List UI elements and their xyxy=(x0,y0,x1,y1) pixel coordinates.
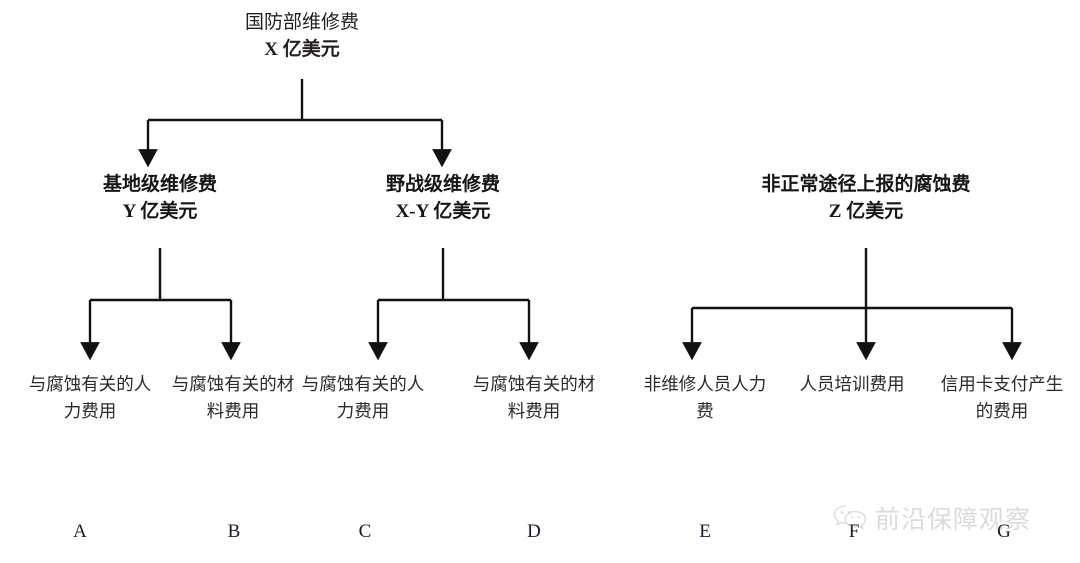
leaf-node-g-text: 信用卡支付产生的费用 xyxy=(940,374,1064,422)
node-abnormal-reported-corrosion: 非正常途径上报的腐蚀费 Z 亿美元 xyxy=(691,172,1041,226)
leaf-node-g: 信用卡支付产生的费用 xyxy=(936,371,1068,425)
leaf-label-f: F xyxy=(848,521,860,542)
node-field-level-maintenance: 野战级维修费 X-Y 亿美元 xyxy=(323,172,563,226)
node-base-level-line1: 基地级维修费 xyxy=(102,174,217,195)
leaf-node-f: 人员培训费用 xyxy=(786,371,918,398)
node-abnormal-line1: 非正常途径上报的腐蚀费 xyxy=(761,174,971,195)
leaf-label-g: G xyxy=(997,521,1011,542)
leaf-node-a-text: 与腐蚀有关的人力费用 xyxy=(28,374,152,422)
leaf-node-f-text: 人员培训费用 xyxy=(799,374,905,394)
leaf-node-e: 非维修人员人力费 xyxy=(639,371,771,425)
connector-base-level-to-leaves xyxy=(80,248,241,361)
node-base-level-maintenance: 基地级维修费 Y 亿美元 xyxy=(40,172,280,226)
node-root-line2: X 亿美元 xyxy=(264,38,340,60)
connector-abnormal-level-to-leaves xyxy=(682,248,1022,361)
leaf-node-a: 与腐蚀有关的人力费用 xyxy=(24,371,156,425)
leaf-node-c: 与腐蚀有关的人力费用 xyxy=(297,371,429,425)
node-field-level-line1: 野战级维修费 xyxy=(385,174,500,195)
leaf-node-b: 与腐蚀有关的材料费用 xyxy=(167,371,299,425)
leaf-node-e-text: 非维修人员人力费 xyxy=(643,374,767,422)
node-base-level-line2: Y 亿美元 xyxy=(122,200,198,222)
connector-root-to-level2 xyxy=(138,79,452,168)
connector-field-level-to-leaves xyxy=(368,248,539,361)
node-field-level-line2: X-Y 亿美元 xyxy=(395,200,491,222)
leaf-label-a: A xyxy=(73,521,87,542)
node-abnormal-line2: Z 亿美元 xyxy=(828,200,904,222)
leaf-label-b: B xyxy=(227,521,241,542)
node-root: 国防部维修费 X 亿美元 xyxy=(182,10,422,64)
leaf-node-d-text: 与腐蚀有关的材料费用 xyxy=(472,374,596,422)
leaf-node-d: 与腐蚀有关的材料费用 xyxy=(468,371,600,425)
leaf-label-e: E xyxy=(699,521,711,542)
node-root-line1: 国防部维修费 xyxy=(244,12,359,33)
leaf-label-c: C xyxy=(358,521,372,542)
leaf-node-c-text: 与腐蚀有关的人力费用 xyxy=(301,374,425,422)
leaf-node-b-text: 与腐蚀有关的材料费用 xyxy=(171,374,295,422)
leaf-label-d: D xyxy=(527,521,541,542)
